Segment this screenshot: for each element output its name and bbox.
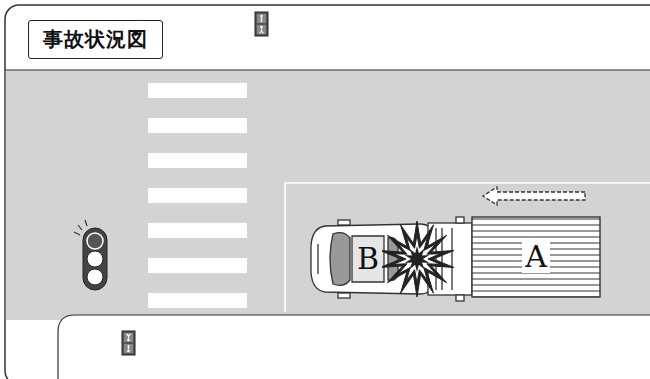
pedestrian-signal (122, 331, 135, 355)
vehicle-letter: A (522, 241, 550, 273)
traffic-light (74, 220, 107, 290)
road (6, 70, 650, 320)
burst-inner (394, 235, 441, 283)
car-b (311, 220, 432, 298)
collision-burst (380, 221, 454, 297)
frame (5, 5, 650, 379)
burst-core (405, 246, 430, 272)
truck-cab (428, 217, 472, 301)
diagram-title: 事故状況図 (28, 20, 163, 59)
car-label: B (351, 239, 385, 279)
crosswalk (148, 83, 247, 308)
vehicle-letter: B (354, 243, 382, 275)
pedestrian-signal (255, 12, 268, 36)
burst-outer (380, 221, 454, 297)
truck-label: A (472, 217, 600, 297)
road-edge (5, 69, 650, 70)
truck-body (472, 217, 600, 297)
sidewalk (58, 315, 650, 379)
direction-arrow (483, 187, 585, 205)
lane-line (285, 183, 650, 312)
